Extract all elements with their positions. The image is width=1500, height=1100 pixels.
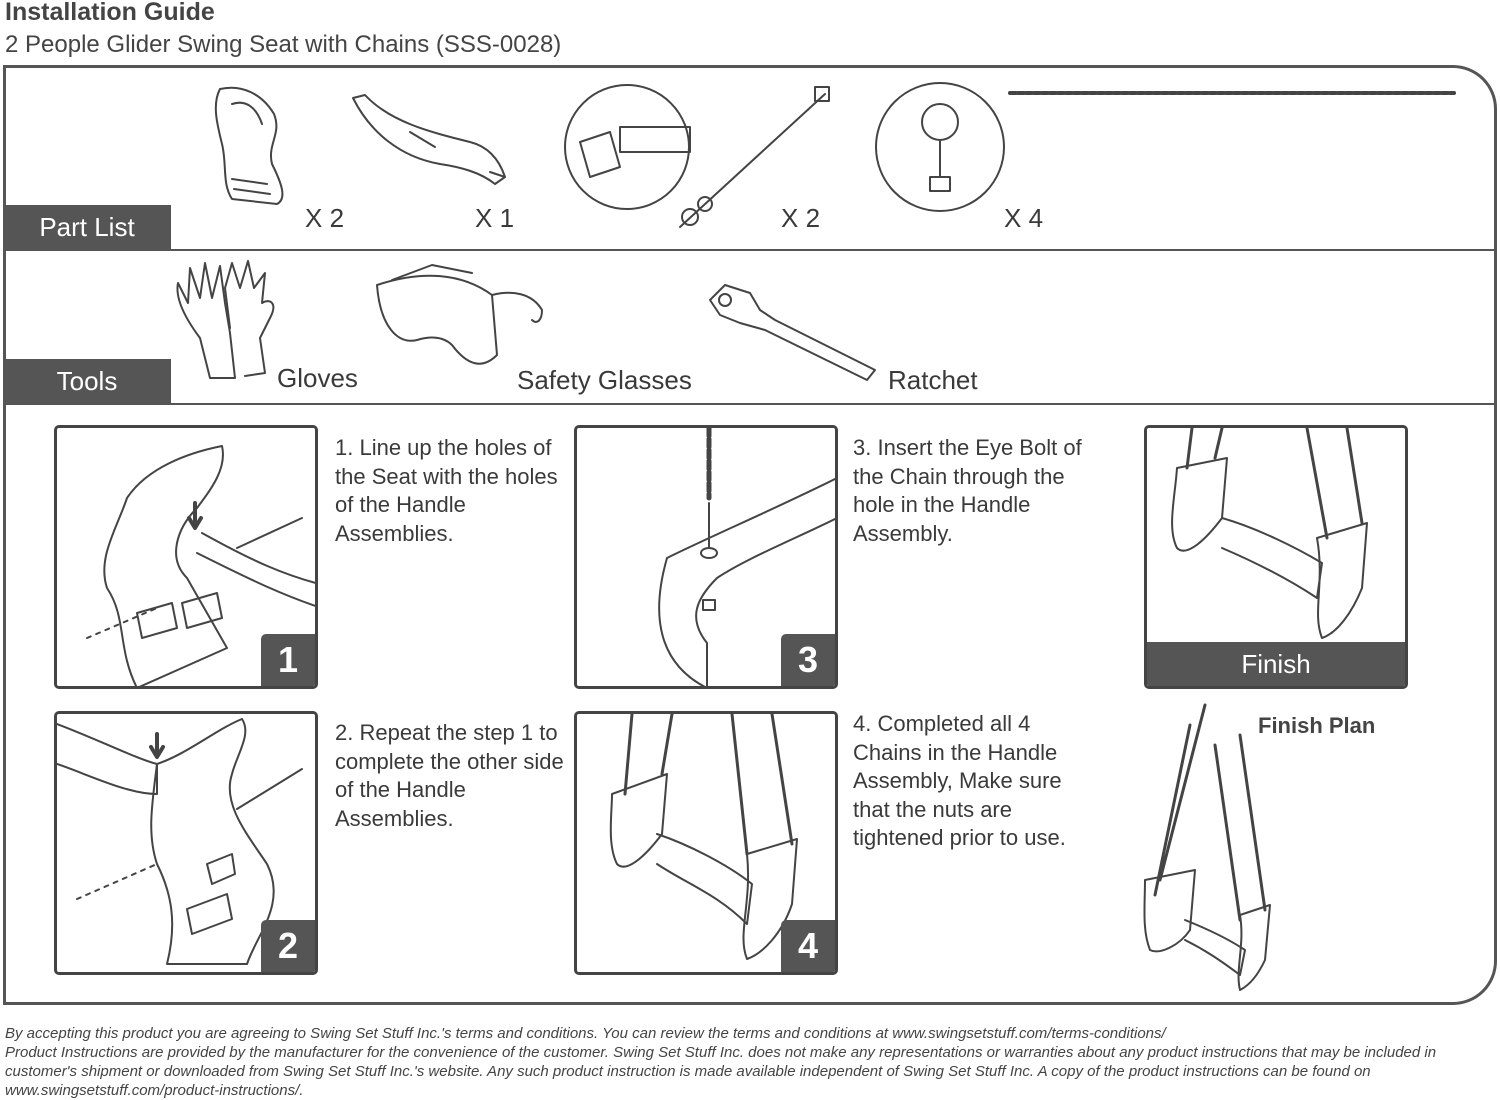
seat-illustration — [352, 94, 506, 185]
finish-plan-label: Finish Plan — [1258, 713, 1376, 738]
step-4-illustration — [609, 714, 798, 960]
footer-terms: By accepting this product you are agreei… — [5, 1025, 1166, 1042]
safety-glasses-icon — [376, 264, 543, 365]
ratchet-icon — [709, 284, 876, 381]
step-2-panel: 2 — [54, 711, 318, 975]
divider — [3, 403, 1497, 405]
step-2-illustration — [57, 718, 303, 965]
step-1-text: 1. Line up the holes of the Seat with th… — [335, 435, 558, 546]
finish-illustration — [1171, 428, 1368, 639]
step-2-text: 2. Repeat the step 1 to complete the oth… — [335, 720, 564, 831]
part-qty: X 2 — [781, 203, 821, 233]
footer-disclaimer: Product Instructions are provided by the… — [5, 1044, 1437, 1099]
step-1-illustration — [86, 445, 315, 686]
page-title: Installation Guide — [5, 0, 215, 26]
step-3-illustration — [658, 428, 835, 686]
step-4-text: 4. Completed all 4 Chains in the Handle … — [853, 711, 1066, 850]
part-qty: X 4 — [1004, 203, 1044, 233]
guide-frame — [3, 65, 1497, 1005]
step-number-badge: 4 — [781, 920, 835, 972]
handle-assembly-illustration — [214, 86, 284, 205]
divider — [3, 249, 1497, 251]
part-qty: X 1 — [475, 203, 515, 233]
step-number-badge: 2 — [261, 920, 315, 972]
step-3-text: 3. Insert the Eye Bolt of the Chain thro… — [853, 435, 1082, 546]
legal-footer: By accepting this product you are agreei… — [5, 1024, 1500, 1100]
tool-label: Gloves — [277, 363, 358, 393]
part-list-label: Part List — [3, 205, 171, 249]
finish-panel: Finish — [1144, 425, 1408, 689]
tool-label: Safety Glasses — [517, 365, 692, 395]
tool-label: Ratchet — [888, 365, 978, 395]
finish-label: Finish — [1147, 642, 1405, 686]
step-number-badge: 3 — [781, 634, 835, 686]
step-1-panel: 1 — [54, 425, 318, 689]
step-number-badge: 1 — [261, 634, 315, 686]
gloves-icon — [176, 260, 275, 379]
finish-plan-illustration — [1143, 703, 1271, 991]
part-qty: X 2 — [305, 203, 345, 233]
bolt-set-illustration — [564, 84, 830, 228]
page-subtitle: 2 People Glider Swing Seat with Chains (… — [5, 31, 562, 58]
step-4-panel: 4 — [574, 711, 838, 975]
eye-bolt-illustration — [875, 82, 1005, 212]
step-3-panel: 3 — [574, 425, 838, 689]
chain-illustration — [1008, 91, 1456, 95]
tools-label: Tools — [3, 359, 171, 403]
